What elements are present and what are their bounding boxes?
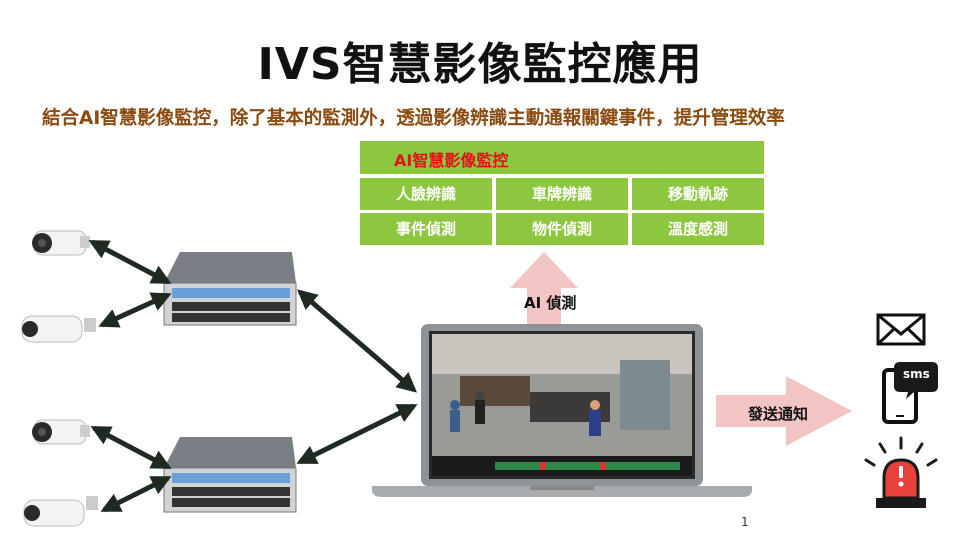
send-notify-arrow [716,376,852,446]
nvr-server-icon-1 [163,252,297,326]
link-camera4-server2 [100,475,172,513]
nvr-server-icon-2 [163,437,297,513]
ai-feature-panel: AI智慧影像監控 人臉辨識 車牌辨識 移動軌跡 事件偵測 物件偵測 溫度感測 [360,141,764,248]
link-camera1-server1 [88,239,172,285]
ai-cell-object-detection: 物件偵測 [496,213,628,245]
send-notify-label: 發送通知 [748,405,809,423]
ai-panel-header-text: AI智慧影像監控 [394,151,509,170]
alarm-siren-icon [864,436,938,508]
ai-detect-arrow [510,252,578,324]
camera-icon-1 [32,230,90,256]
camera-icon-3 [32,419,90,445]
sms-phone-icon [882,362,938,424]
ai-panel-header: AI智慧影像監控 [360,141,764,174]
ai-cell-event-detection: 事件偵測 [360,213,492,245]
camera-icon-4 [23,496,98,527]
page-subtitle: 結合AI智慧影像監控，除了基本的監測外，透過影像辨識主動通報關鍵事件，提升管理效… [42,108,785,129]
ai-cell-motion-track: 移動軌跡 [632,178,764,210]
link-server2-laptop [296,403,418,465]
link-camera3-server2 [90,425,172,470]
ai-cell-temperature-sensing: 溫度感測 [632,213,764,245]
page-number: 1 [741,515,749,529]
link-server1-laptop [296,289,418,393]
page-title: IVS智慧影像監控應用 [257,39,703,90]
ai-cell-face-recognition: 人臉辨識 [360,178,492,210]
link-camera2-server1 [98,292,172,328]
camera-icon-2 [21,315,96,343]
email-icon [876,313,926,346]
laptop-monitor-icon [372,324,752,497]
ai-detect-label: AI 偵測 [524,294,577,312]
ai-cell-plate-recognition: 車牌辨識 [496,178,628,210]
sms-icon-text: sms [903,367,930,381]
